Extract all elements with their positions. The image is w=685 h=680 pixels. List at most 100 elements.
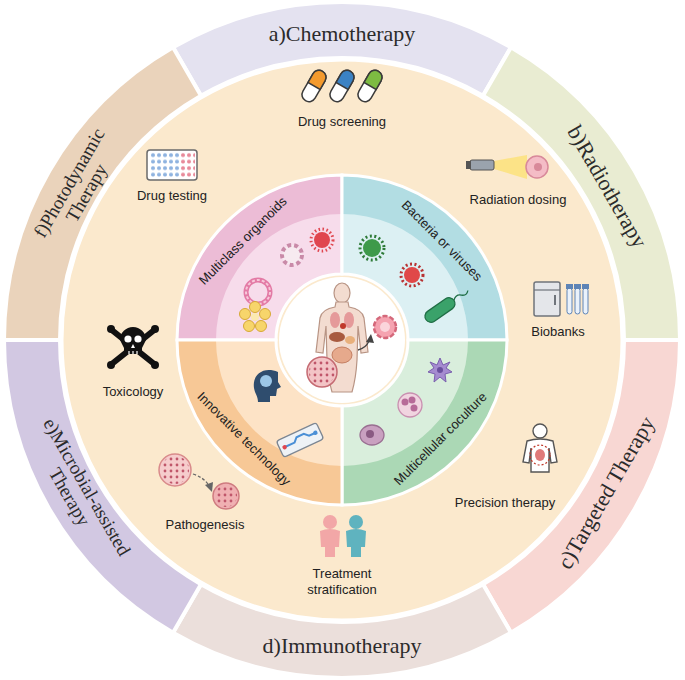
- skull-icon: [107, 325, 159, 369]
- patient-figure-icon: [523, 439, 557, 472]
- skull-icon: [107, 361, 115, 369]
- ring-segment-fill: [483, 340, 680, 633]
- organoid-crypt: [240, 302, 271, 332]
- radiation-device-icon: [470, 160, 494, 170]
- sample-tube-icon: [575, 288, 580, 314]
- skull-icon: [151, 325, 159, 333]
- capsule-icon: [327, 68, 356, 104]
- organoid-ring: [246, 280, 270, 304]
- organoid-crypt: [260, 309, 271, 320]
- neutrophil-icon: [409, 397, 416, 404]
- shape-group: [483, 340, 680, 633]
- skull-icon: [120, 327, 146, 354]
- label-holder: Radiation dosing: [470, 192, 567, 208]
- application-label: Treatment stratification: [292, 566, 392, 597]
- tissue-progression-icon: [215, 485, 237, 507]
- freezer-icon: [534, 282, 560, 316]
- skull-icon: [132, 351, 133, 354]
- capsule-icon: [364, 68, 385, 90]
- organoid-bead: [282, 245, 302, 265]
- organoid-crypt: [256, 321, 267, 332]
- microfluidic-chip-icon: [276, 423, 323, 458]
- ring-segment-fill: [173, 2, 511, 96]
- label-holder: Biobanks: [531, 324, 584, 340]
- dendritic-cell-icon: [437, 367, 443, 373]
- center-body-illustration: [316, 302, 368, 392]
- person-silhouette: [346, 529, 366, 557]
- therapy-ring-segment: c)Targeted Therapy: [480, 337, 683, 636]
- organoid-crypt: [244, 321, 255, 332]
- model-quadrant: Innovative technology: [174, 337, 345, 508]
- capsule-icon: [299, 68, 328, 104]
- application-label: Radiation dosing: [470, 192, 567, 208]
- well-plate-icon: [147, 150, 197, 180]
- center-body-illustration: [279, 277, 405, 403]
- sample-tube-icon: [583, 288, 588, 314]
- freezer-icon: [534, 289, 560, 290]
- skull-icon: [124, 335, 131, 342]
- quadrant-band: [342, 340, 507, 505]
- shape-group: [342, 340, 507, 505]
- tissue-progression-icon: [213, 483, 239, 509]
- radiation-device-icon: [494, 155, 527, 179]
- center-body-illustration: [330, 312, 340, 328]
- radiation-device-icon: [466, 155, 548, 179]
- capsule-icon: [299, 68, 328, 104]
- bacterium-icon: [423, 295, 458, 324]
- sample-tube-icon: [567, 288, 572, 314]
- capsule-icon: [355, 68, 384, 104]
- brain-head-icon: [254, 370, 281, 402]
- center-body-illustration: [307, 357, 337, 387]
- virus-icon: [360, 236, 384, 260]
- patient-figure-icon: [535, 449, 545, 461]
- macrophage-icon: [366, 430, 374, 438]
- shape-group: [4, 340, 201, 633]
- center-body-illustration: [332, 347, 352, 363]
- bacterium-icon: [453, 289, 469, 302]
- person-silhouette: [349, 515, 363, 529]
- well-plate-icon: [180, 152, 195, 178]
- dendritic-cell-icon: [428, 358, 452, 382]
- microfluidic-chip-icon: [284, 430, 315, 447]
- center-body-illustration: [380, 322, 390, 332]
- organoid-crypt: [250, 302, 261, 313]
- center-body-illustration: [329, 332, 345, 342]
- radiation-device-icon: [466, 161, 471, 169]
- organoid-ring: [246, 280, 270, 304]
- capsule-icon: [327, 68, 356, 104]
- sample-tube-icon: [582, 284, 589, 289]
- organoid-crypt: [240, 309, 251, 320]
- center-body-illustration: [345, 336, 355, 344]
- center-body-illustration: [334, 283, 350, 303]
- sample-tube-icon: [574, 284, 581, 289]
- patient-figure-icon: [523, 424, 557, 472]
- skull-icon: [136, 351, 137, 354]
- application-label: Biobanks: [531, 324, 584, 340]
- microfluidic-chip-icon: [312, 430, 318, 436]
- tissue-progression-icon: [193, 474, 209, 486]
- center-body-illustration: [340, 323, 346, 329]
- tissue-progression-icon: [205, 482, 213, 492]
- virus-icon: [401, 264, 423, 286]
- neutrophil-icon: [398, 393, 422, 417]
- beige-disc: [62, 60, 622, 620]
- neutrophil-icon: [398, 393, 422, 417]
- model-quadrant: Multicellular coculture: [339, 337, 510, 508]
- bacterium-icon: [423, 286, 472, 325]
- freezer-icon: [534, 282, 560, 316]
- quadrant-fill: [177, 340, 342, 505]
- shape-group: [173, 2, 511, 96]
- capsule-icon: [308, 68, 329, 90]
- virus-icon: [404, 267, 420, 283]
- patient-figure-icon: [530, 445, 550, 465]
- skull-icon: [131, 344, 135, 348]
- patient-figure-icon: [533, 424, 547, 438]
- organoid-ring: [246, 280, 270, 304]
- tissue-progression-icon: [161, 456, 189, 484]
- sample-tube-icon: [566, 284, 573, 289]
- person-silhouette: [346, 515, 366, 557]
- capsule-icon: [355, 68, 384, 104]
- label-holder: Toxicology: [103, 384, 164, 400]
